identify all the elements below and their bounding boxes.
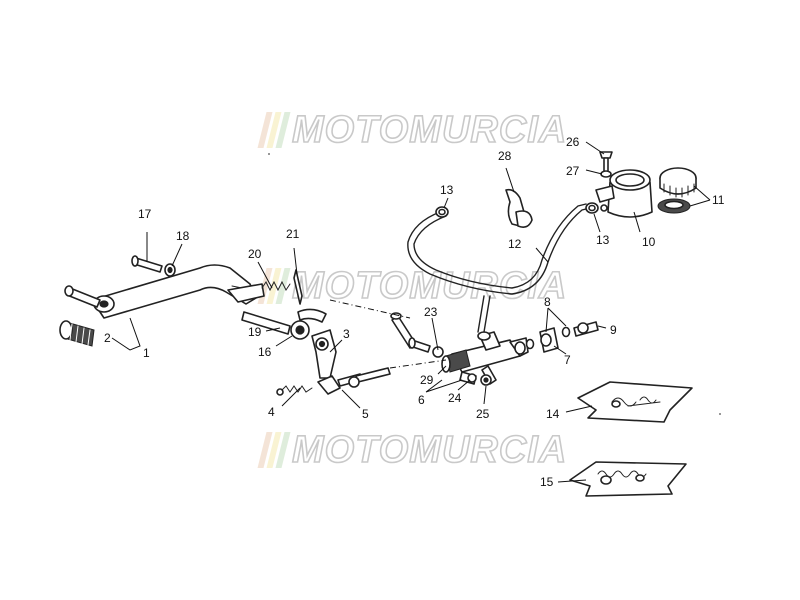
callout-21: 21 <box>286 227 300 241</box>
callout-12: 12 <box>508 237 522 251</box>
callout-numbers: 1 2 3 4 5 6 7 8 9 10 11 12 13 13 14 15 1… <box>104 135 725 489</box>
callout-3: 3 <box>343 327 350 341</box>
bolt-22 <box>408 337 431 353</box>
callout-13-right: 13 <box>596 233 610 247</box>
callout-16: 16 <box>258 345 272 359</box>
callout-1: 1 <box>143 346 150 360</box>
push-rod-5 <box>317 367 391 395</box>
callout-25: 25 <box>476 407 490 421</box>
parts-kit-bag-14 <box>577 381 693 423</box>
reservoir-cap-11 <box>659 167 697 198</box>
washer-18 <box>164 263 176 277</box>
watermark-text: MOTOMURCIA <box>291 429 568 471</box>
callout-18: 18 <box>176 229 190 243</box>
callout-15: 15 <box>540 475 554 489</box>
callout-4: 4 <box>268 405 275 419</box>
screw-26 <box>599 151 613 173</box>
callout-10: 10 <box>642 235 656 249</box>
callout-8: 8 <box>544 295 551 309</box>
master-cylinder-6 <box>441 331 529 385</box>
brake-pedal-lever <box>64 264 291 335</box>
hose-clamp-13-top <box>435 206 449 218</box>
callout-leaders <box>111 141 711 483</box>
scan-speck <box>719 413 721 415</box>
callout-26: 26 <box>566 135 580 149</box>
fluid-reservoir-10 <box>595 169 653 218</box>
callout-20: 20 <box>248 247 262 261</box>
washer-27 <box>600 170 612 178</box>
scan-speck <box>268 153 270 155</box>
washer-22 <box>432 346 444 358</box>
hose-clamp-13-right <box>585 202 599 214</box>
callout-2: 2 <box>104 331 111 345</box>
watermark-bottom: MOTOMURCIA <box>257 429 568 471</box>
linkage-3 <box>311 329 337 379</box>
callout-9: 9 <box>610 323 617 337</box>
hose-clip-28 <box>505 188 533 228</box>
callout-17: 17 <box>138 207 152 221</box>
banjo-fitting-7 <box>539 327 559 353</box>
bolt-17 <box>131 255 163 273</box>
callout-6: 6 <box>418 393 425 407</box>
brake-hose-12 <box>407 203 591 333</box>
callout-19: 19 <box>248 325 262 339</box>
callout-11: 11 <box>712 193 725 207</box>
spacer-21 <box>293 269 303 305</box>
return-spring-4 <box>276 385 313 396</box>
callout-7: 7 <box>564 353 571 367</box>
reservoir-gasket-11 <box>657 198 691 214</box>
watermark-top: MOTOMURCIA <box>257 109 568 151</box>
watermark-text: MOTOMURCIA <box>291 109 568 151</box>
pedal-rubber <box>59 320 95 347</box>
callout-13-top: 13 <box>440 183 454 197</box>
bushing-16 <box>290 320 310 340</box>
spring-20 <box>261 280 291 292</box>
callout-27: 27 <box>566 164 580 178</box>
nut-25 <box>480 374 492 386</box>
callout-28: 28 <box>498 149 512 163</box>
washer-8 <box>525 326 571 350</box>
callout-5: 5 <box>362 407 369 421</box>
bolt-9 <box>573 321 599 337</box>
clip-19 <box>297 308 327 323</box>
callout-24: 24 <box>448 391 462 405</box>
callout-29: 29 <box>420 373 434 387</box>
callout-23: 23 <box>424 305 438 319</box>
parts-kit-bag-15 <box>569 461 687 497</box>
callout-14: 14 <box>546 407 560 421</box>
